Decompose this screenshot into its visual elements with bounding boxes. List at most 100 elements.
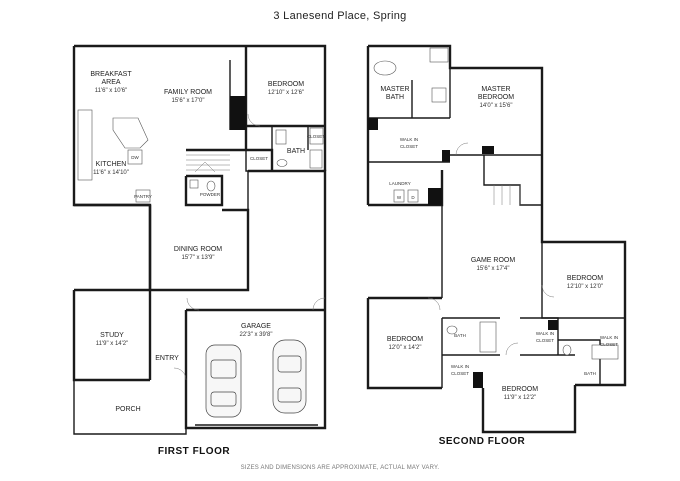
dim-kitchen: 11'6" x 14'10": [93, 170, 129, 176]
label-walk-in-mid-1: WALK IN: [536, 331, 554, 336]
second-floor-plan: MASTER BATH MASTER BEDROOM 14'0" x 15'6"…: [366, 44, 627, 447]
first-floor-label: FIRST FLOOR: [158, 446, 230, 457]
label-dining-room: DINING ROOM: [174, 246, 222, 253]
label-master-bath-1: MASTER: [380, 86, 409, 93]
bedroom-right-door-swing: [541, 284, 555, 298]
wall-block-5: [473, 372, 483, 388]
label-bath-right: BATH: [584, 371, 596, 376]
label-washer: W: [397, 195, 402, 200]
master-shower: [431, 87, 447, 103]
kitchen-counter-left: [77, 109, 93, 181]
game-right-bedroom-wall: [540, 205, 627, 387]
garage-side-wall: [248, 169, 327, 310]
label-bedroom-right: BEDROOM: [567, 275, 603, 282]
dim-bedroom-bottom: 11'9" x 12'2": [504, 395, 536, 401]
kitchen-island: [112, 117, 149, 149]
label-pantry: PANTRY: [134, 194, 152, 199]
bedroom-door-swing: [247, 113, 261, 127]
label-master-bedroom-1: MASTER: [481, 86, 510, 93]
dim-bedroom-left: 12'0" x 14'2": [389, 345, 422, 351]
bedroom-left-door-swing: [427, 297, 441, 311]
first-floor-left-wall: [72, 46, 152, 380]
dim-family-room: 15'6" x 17'0": [172, 98, 205, 104]
label-walk-in-mid-2: CLOSET: [536, 338, 554, 343]
label-breakfast-1: BREAKFAST: [90, 71, 132, 78]
fireplace: [230, 96, 246, 130]
closet-box: [309, 127, 324, 145]
label-game-room: GAME ROOM: [471, 257, 516, 264]
label-bedroom-bottom: BEDROOM: [502, 386, 538, 393]
wall-block-1: [368, 118, 378, 130]
label-walk-in-master-2: CLOSET: [400, 144, 418, 149]
master-vanity: [429, 47, 449, 63]
label-bedroom-first: BEDROOM: [268, 81, 304, 88]
bath-right-tub: [591, 344, 619, 360]
master-door-swing: [455, 142, 469, 156]
bedroom-bottom-door-swing: [505, 342, 519, 356]
label-bath-left: BATH: [454, 333, 466, 338]
stairs-second-floor: [483, 155, 542, 206]
label-bath-first: BATH: [287, 148, 305, 155]
wall-block-4: [428, 188, 442, 205]
dryer-box: [407, 189, 419, 203]
label-master-bedroom-2: BEDROOM: [478, 94, 514, 101]
powder-walls: [184, 174, 224, 207]
bath-tub-shower: [275, 129, 287, 145]
label-entry: ENTRY: [155, 355, 179, 362]
entry-door-swing: [173, 367, 187, 381]
dishwasher: [127, 149, 143, 165]
garage-side-door-swing: [312, 297, 326, 311]
label-kitchen: KITCHEN: [96, 161, 127, 168]
plan-title: 3 Lanesend Place, Spring: [273, 10, 407, 22]
pantry-box: [135, 189, 151, 203]
garage-car-left: [205, 344, 242, 418]
powder-toilet: [206, 180, 216, 192]
dim-dining-room: 15'7" x 13'9": [182, 255, 215, 261]
wall-block-6: [548, 320, 558, 330]
disclaimer-text: SIZES AND DIMENSIONS ARE APPROXIMATE, AC…: [240, 465, 440, 471]
label-breakfast-2: AREA: [101, 79, 120, 86]
dim-bedroom-right: 12'10" x 12'0": [567, 284, 603, 290]
garage-walls: [184, 310, 327, 430]
label-bedroom-left: BEDROOM: [387, 336, 423, 343]
master-bathtub: [373, 60, 397, 76]
hall-wall: [186, 148, 274, 171]
label-walk-in-left-1: WALK IN: [451, 364, 469, 369]
powder-sink: [189, 179, 199, 189]
dim-study: 11'9" x 14'2": [96, 341, 128, 347]
bedroom-bottom-walls: [481, 385, 577, 434]
label-powder: POWDER: [200, 192, 221, 197]
label-walk-in-right-1: WALK IN: [600, 335, 618, 340]
washer-box: [393, 189, 405, 203]
wall-block-3: [482, 146, 494, 154]
bath-right-toilet: [562, 344, 572, 356]
dim-game-room: 15'6" x 17'4": [477, 266, 510, 272]
label-closet-bath: CLOSET: [307, 134, 325, 139]
bath-right-walls: [558, 339, 601, 385]
label-laundry: LAUNDRY: [389, 181, 410, 186]
label-study: STUDY: [100, 332, 124, 339]
second-floor-label: SECOND FLOOR: [439, 436, 526, 447]
label-dw: DW: [131, 155, 139, 160]
label-master-bath-2: BATH: [386, 94, 404, 101]
label-family-room: FAMILY ROOM: [164, 89, 212, 96]
closet-mid-walls: [520, 317, 559, 355]
bath-toilet: [276, 159, 288, 167]
label-closet-hall: CLOSET: [250, 156, 268, 161]
dim-breakfast: 11'6" x 10'6": [95, 88, 127, 94]
label-walk-in-right-2: CLOSET: [600, 342, 618, 347]
dim-bedroom-first: 12'10" x 12'6": [268, 90, 304, 96]
first-floor-outer-wall: [74, 44, 327, 171]
label-garage: GARAGE: [241, 323, 271, 330]
bath-left-toilet: [446, 325, 458, 335]
label-dryer: D: [411, 195, 415, 200]
label-walk-in-left-2: CLOSET: [451, 371, 469, 376]
porch-outline: [73, 380, 187, 435]
bath-left-tub: [479, 321, 497, 353]
bedroom-left-walls: [366, 298, 442, 390]
garage-car-right: [272, 339, 307, 414]
dim-garage: 22'3" x 39'8": [240, 332, 273, 338]
first-floor-plan: BREAKFAST AREA 11'6" x 10'6" FAMILY ROOM…: [72, 44, 327, 457]
label-walk-in-master-1: WALK IN: [400, 137, 418, 142]
stairs-first-floor: [186, 154, 230, 173]
